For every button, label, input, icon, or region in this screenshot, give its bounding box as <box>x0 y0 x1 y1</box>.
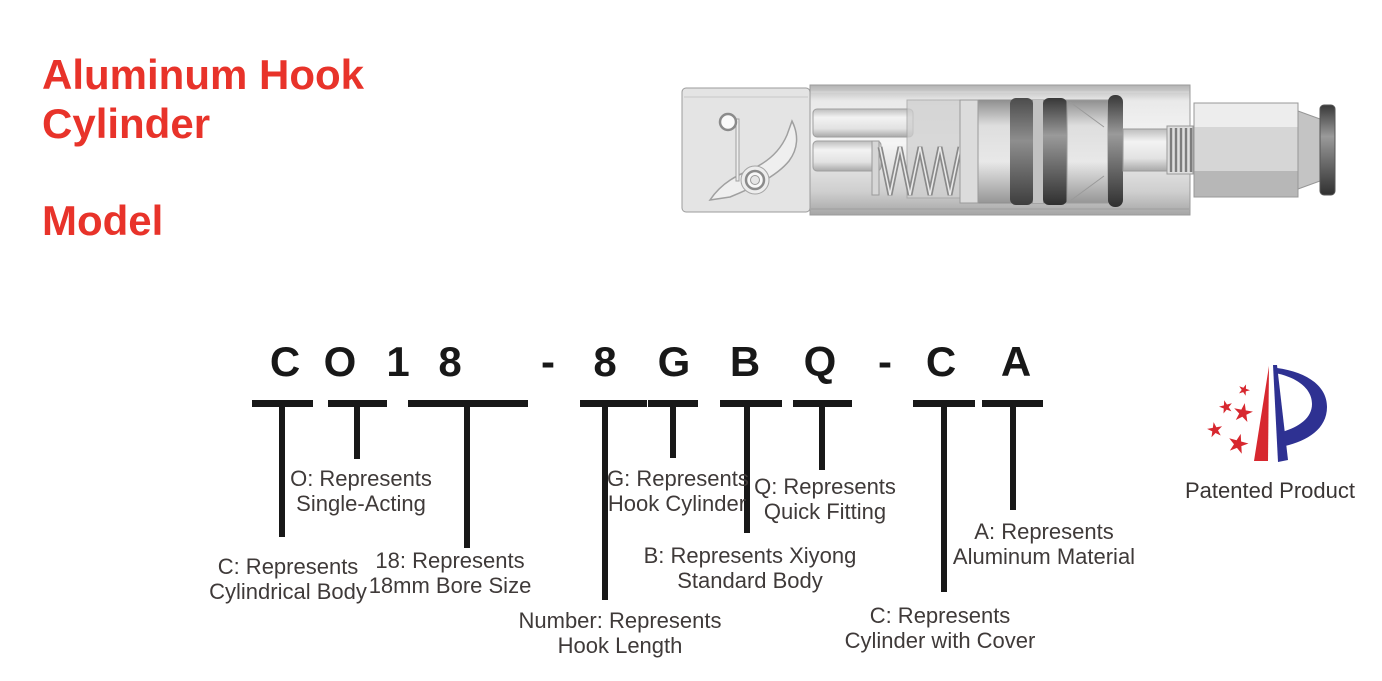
page-title: Aluminum Hook Cylinder <box>42 50 364 148</box>
patent-logo-blue-p <box>1273 365 1327 462</box>
tick-bar-18 <box>408 400 528 407</box>
code-dash-1: - <box>541 338 555 385</box>
label-number: Number: Represents Hook Length <box>518 608 722 658</box>
tick-bar-a <box>982 400 1043 407</box>
code-char-g: G <box>657 338 691 385</box>
piston-assembly <box>959 95 1123 207</box>
output-rod <box>1122 128 1168 172</box>
patent-logo-stars <box>1206 382 1255 455</box>
tick-bar-g <box>648 400 698 407</box>
code-char-1: 1 <box>386 338 410 385</box>
leader-line-g <box>670 407 676 458</box>
push-in-collar <box>1319 104 1336 196</box>
threaded-stud <box>1166 125 1194 175</box>
label-b: B: Represents Xiyong Standard Body <box>643 543 857 593</box>
hook-housing-block <box>681 87 811 213</box>
tick-bar-q <box>793 400 852 407</box>
page-title-line1: Aluminum Hook <box>42 51 364 98</box>
leader-line-c2 <box>941 407 947 592</box>
lower-piston-rod <box>812 140 882 172</box>
tick-bar-b <box>720 400 782 407</box>
code-dash-2: - <box>878 338 892 385</box>
code-char-8bore: 8 <box>438 338 462 385</box>
leader-line-o <box>354 407 360 459</box>
seal-band <box>1010 98 1033 205</box>
return-spring <box>871 140 963 196</box>
patent-logo-red-wedge <box>1254 366 1269 461</box>
code-char-o: O <box>323 338 357 385</box>
o-ring <box>1108 95 1123 207</box>
code-char-c2: C <box>925 338 957 385</box>
label-a: A: Represents Aluminum Material <box>952 519 1136 569</box>
seal-band <box>1043 98 1067 205</box>
label-c1: C: Represents Cylindrical Body <box>209 554 367 604</box>
page-title-line2: Cylinder <box>42 100 211 147</box>
code-char-q: Q <box>803 338 837 385</box>
model-section-heading: Model <box>42 197 164 244</box>
tick-bar-c1 <box>252 400 313 407</box>
leader-line-a <box>1010 407 1016 510</box>
label-g: G: Represents Hook Cylinder <box>607 466 749 516</box>
code-char-a: A <box>1000 338 1032 385</box>
label-18: 18: Represents 18mm Bore Size <box>368 548 532 598</box>
leader-line-c1 <box>279 407 285 537</box>
leader-line-q <box>819 407 825 470</box>
quick-fitting <box>1193 102 1336 198</box>
tick-bar-c2 <box>913 400 975 407</box>
tick-bar-8hook <box>580 400 647 407</box>
patent-logo <box>1206 365 1327 462</box>
label-o: O: Represents Single-Acting <box>290 466 432 516</box>
upper-piston-rod <box>812 108 914 138</box>
label-q: Q: Represents Quick Fitting <box>754 474 896 524</box>
leader-line-18 <box>464 407 470 548</box>
code-char-c1: C <box>269 338 301 385</box>
patent-product-label: Patented Product <box>1184 478 1355 503</box>
code-char-8hook: 8 <box>593 338 617 385</box>
leader-line-8hook <box>602 407 608 600</box>
leader-line-b <box>744 407 750 533</box>
hook-cylinder-illustration <box>681 84 1336 216</box>
code-char-b: B <box>729 338 761 385</box>
tick-bar-o <box>328 400 387 407</box>
label-c2: C: Represents Cylinder with Cover <box>844 603 1036 653</box>
